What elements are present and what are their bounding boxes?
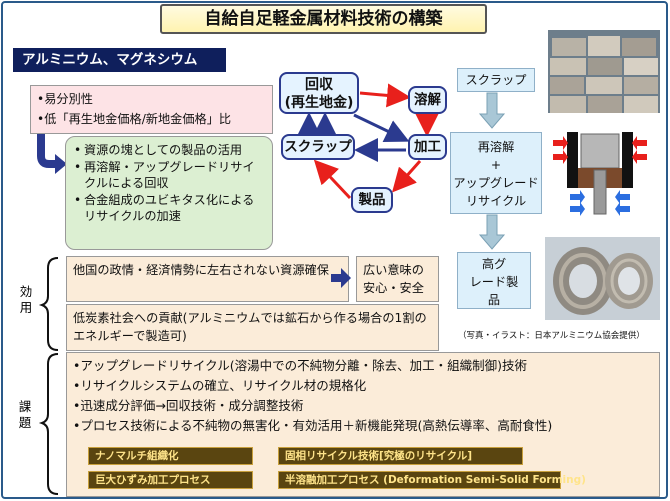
issues-label: 課 題 [18,399,32,431]
flow-scrap: スクラップ [457,68,535,92]
flow-high-line: 高グ [481,257,507,271]
cycle-scrap: スクラップ [281,134,355,160]
tech-chip: ナノマルチ組織化 [88,447,253,465]
cycle-recovery-label: 回収 [305,77,333,93]
issue-item: •迅速成分評価→回収技術・成分調整技術 [73,398,304,413]
cycle-recovery: 回収 (再生地金) [279,72,359,114]
flow-remelt-line: + [490,158,502,172]
cycle-product: 製品 [351,187,393,213]
scrap-bales-photo [548,30,660,113]
flow-remelt-line: アップグレード [453,176,539,190]
features-box: •易分別性 •低「再生地金価格/新地金価格」比 [30,85,273,134]
feature-item: •低「再生地金価格/新地金価格」比 [37,112,232,126]
forged-rings-photo [545,237,660,320]
effect-peace-of-mind: 広い意味の安心・安全 [356,256,439,302]
effect-low-carbon: 低炭素社会への貢献(アルミニウムでは鉱石から作る場合の1割のエネルギーで製造可) [66,304,439,351]
issue-item: •アップグレードリサイクル(溶湯中での不純物分離・除去、加工・組織制御)技術 [73,358,528,373]
benefit-item: •再溶解・アップグレードリサイクルによる回収 [74,159,255,191]
tech-chip: 固相リサイクル技術[究極のリサイクル] [278,447,523,465]
slide-title: 自給自足軽金属材料技術の構築 [160,4,487,34]
effect-resource-security: 他国の政情・経済情勢に左右されない資源確保 [66,256,349,302]
section-heading: アルミニウム、マグネシウム [13,48,226,72]
flow-high-grade: 高グ レード製 品 [457,252,531,309]
cycle-melting: 溶解 [408,86,447,114]
tech-chip: 巨大ひずみ加工プロセス [88,471,253,489]
effects-label-char: 効 [19,284,33,299]
cycle-processing: 加工 [408,134,447,160]
effects-label: 効 用 [19,284,33,316]
tech-chip: 半溶融加工プロセス (Deformation Semi-Solid Formin… [278,471,586,489]
issue-item: •リサイクルシステムの確立、リサイクル材の規格化 [73,378,367,393]
benefit-item: •資源の塊としての製品の活用 [74,143,243,157]
cycle-recovery-sub: (再生地金) [284,95,354,111]
feature-item: •易分別性 [37,92,93,106]
issues-label-char: 課 [18,399,32,414]
effects-label-char: 用 [19,300,33,315]
benefits-box: •資源の塊としての製品の活用 •再溶解・アップグレードリサイクルによる回収 •合… [65,136,273,250]
hook-arrow-icon [37,134,67,174]
flow-remelt-line: 再溶解 [477,140,515,154]
flow-remelt-line: リサイクル [465,194,527,208]
photo-credit: （写真・イラスト：日本アルミニウム協会提供） [458,331,645,341]
flow-high-line: 品 [487,293,501,307]
issues-label-char: 題 [18,415,32,430]
benefit-item: •合金組成のユビキタス化によるリサイクルの加速 [74,192,255,224]
flow-high-line: レード製 [469,275,519,289]
flow-remelt-upgrade: 再溶解 + アップグレード リサイクル [450,132,542,214]
issue-item: •プロセス技術による不純物の無害化・有効活用＋新機能発現(高熱伝導率、高耐食性) [73,418,553,433]
